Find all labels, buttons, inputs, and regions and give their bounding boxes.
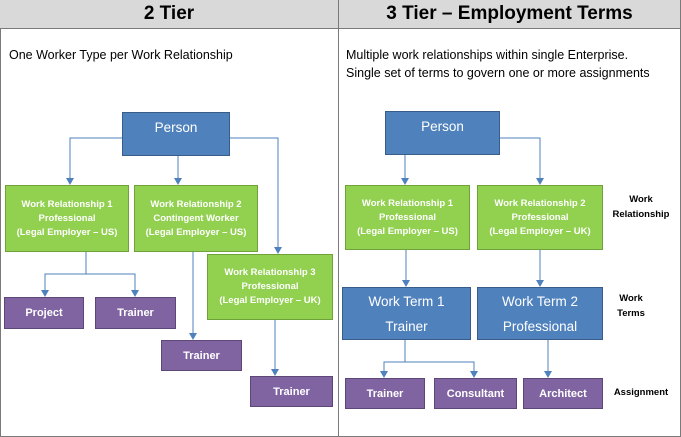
connector-person-wr3 [230,137,282,254]
right-work-relationship-2: Work Relationship 2 Professional (Legal … [477,185,603,250]
wr-line3: (Legal Employer – US) [357,225,458,237]
right-work-term-1: Work Term 1 Trainer [342,287,471,340]
right-assignment-architect: Architect [523,378,603,409]
right-panel-title: 3 Tier – Employment Terms [339,0,680,29]
right-assignment-trainer: Trainer [345,378,425,409]
wr-line3: (Legal Employer – US) [16,226,118,238]
wr-line1: Work Relationship 3 [224,267,316,278]
left-person-label: Person [154,119,198,135]
work-term-line1: Work Term 1 [368,293,445,309]
assignment-label: Architect [539,387,587,400]
label-assignment: Assignment [613,387,669,398]
wr-line1: Work Relationship 1 [21,198,113,210]
assignment-label: Trainer [117,307,154,319]
left-assignment-trainer-1: Trainer [95,297,176,329]
right-work-relationship-1: Work Relationship 1 Professional (Legal … [345,185,470,250]
left-person-box: Person [122,112,230,156]
right-description-line-2: Single set of terms to govern one or mor… [346,66,650,80]
connector-r-term1-trainer [380,340,406,378]
left-work-relationship-2: Work Relationship 2 Contingent Worker (L… [134,185,258,252]
label-work-terms-line1: Work [619,293,643,304]
work-term-line1: Work Term 2 [501,293,579,309]
assignment-label: Trainer [273,385,310,398]
wr-line1: Work Relationship 1 [361,197,454,209]
wr-line2: Professional [378,211,437,223]
assignment-label: Project [25,307,63,319]
work-term-line2: Professional [502,318,578,334]
wr-line2: Professional [511,211,569,223]
right-work-term-2: Work Term 2 Professional [477,287,603,340]
label-work-relationship-line1: Work [629,194,653,205]
assignment-label: Consultant [446,387,505,400]
wr-line2: Professional [241,281,299,292]
panel-divider [338,0,339,437]
left-panel-title: 2 Tier [0,0,338,29]
right-assignment-consultant: Consultant [434,378,517,409]
assignment-label: Trainer [366,387,404,400]
connector-wr1-assignments [41,252,87,297]
left-work-relationship-1: Work Relationship 1 Professional (Legal … [5,185,129,252]
left-assignment-trainer-3: Trainer [250,376,333,407]
left-assignment-trainer-2: Trainer [161,340,242,371]
label-work-terms: Work Terms [606,291,656,321]
label-work-relationship: Work Relationship [606,192,676,222]
label-work-terms-line2: Terms [617,308,645,319]
wr-line3: (Legal Employer – UK) [219,295,321,306]
wr-line3: (Legal Employer – UK) [489,225,591,237]
connector-person-wr1 [66,137,122,185]
right-person-label: Person [421,118,464,134]
right-description: Multiple work relationships within singl… [346,46,650,82]
label-work-relationship-line2: Relationship [612,209,670,220]
left-description: One Worker Type per Work Relationship [9,48,233,62]
left-work-relationship-3: Work Relationship 3 Professional (Legal … [207,254,333,320]
wr-line1: Work Relationship 2 [494,197,586,209]
connector-r-person-wr2 [500,137,544,185]
right-description-line-1: Multiple work relationships within singl… [346,48,629,62]
work-term-line2: Trainer [385,318,428,334]
connector-r-term1-consultant [405,361,478,378]
wr-line1: Work Relationship 2 [150,198,242,210]
right-person-box: Person [385,111,500,155]
wr-line2: Contingent Worker [153,212,239,224]
assignment-label: Trainer [183,349,220,362]
wr-line3: (Legal Employer – US) [145,226,247,238]
left-assignment-project: Project [4,297,84,329]
wr-line2: Professional [38,212,96,224]
connector-wr1-trainer [86,273,139,297]
